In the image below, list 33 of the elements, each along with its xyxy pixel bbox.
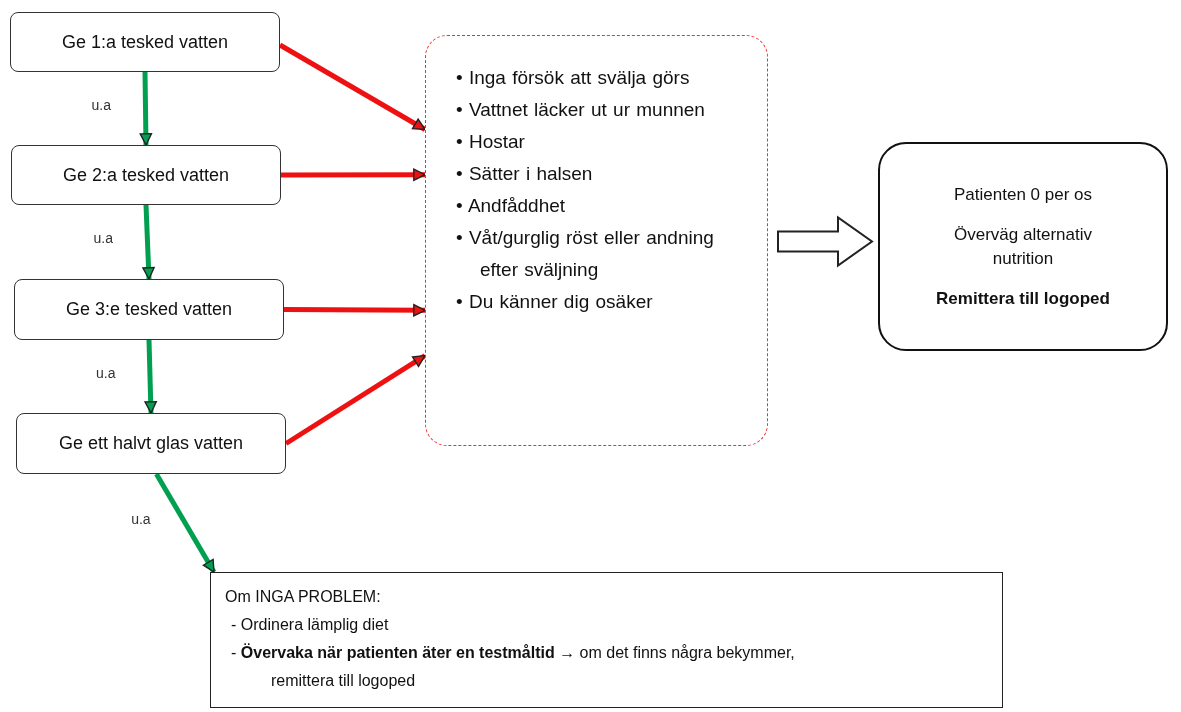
bullet-item: • Andfåddhet (456, 194, 567, 218)
result-text: Remittera till logoped (936, 287, 1110, 310)
process-box (16, 413, 286, 474)
list-item: - Ordinera lämplig diet (230, 615, 390, 635)
process-box (11, 145, 281, 205)
instruction-box (210, 572, 1003, 708)
bullet-item: • Inga försök att svälja görs (456, 66, 691, 90)
process-box (14, 279, 284, 340)
arrow (278, 42, 427, 132)
criteria-box (425, 35, 768, 446)
result-text: Patienten 0 per os (954, 183, 1092, 206)
bullet-item: • Vattnet läcker ut ur munnen (456, 98, 706, 122)
result-box (878, 142, 1168, 351)
arrow (142, 204, 155, 280)
arrow (281, 168, 426, 182)
bullet-item: • Hostar (456, 130, 526, 154)
arrow (154, 472, 217, 574)
step-text: Ge 3:e tesked vatten (65, 299, 233, 320)
arrow (144, 339, 157, 414)
bullet-item: • Du känner dig osäker (456, 290, 654, 314)
block-arrow (777, 215, 874, 268)
result-text: Överväg alternativ nutrition (953, 223, 1093, 270)
step-text: Ge 1:a tesked vatten (61, 31, 229, 53)
step-text: Ge ett halvt glas vatten (58, 433, 244, 454)
arrow (284, 304, 426, 317)
arrow (284, 353, 427, 446)
heading-text: Om INGA PROBLEM: (225, 587, 382, 607)
bullet-item: • Våt/gurglig röst eller andning efter sväljning (456, 226, 715, 282)
arrow (139, 71, 153, 146)
process-box (10, 12, 280, 72)
bullet-item: • Sätter i halsen (456, 162, 594, 186)
list-item: - Övervaka när patienten äter en testmåltid → om det finns några bekymmer, remittera till logoped (230, 642, 796, 691)
step-text: Ge 2:a tesked vatten (62, 164, 230, 186)
